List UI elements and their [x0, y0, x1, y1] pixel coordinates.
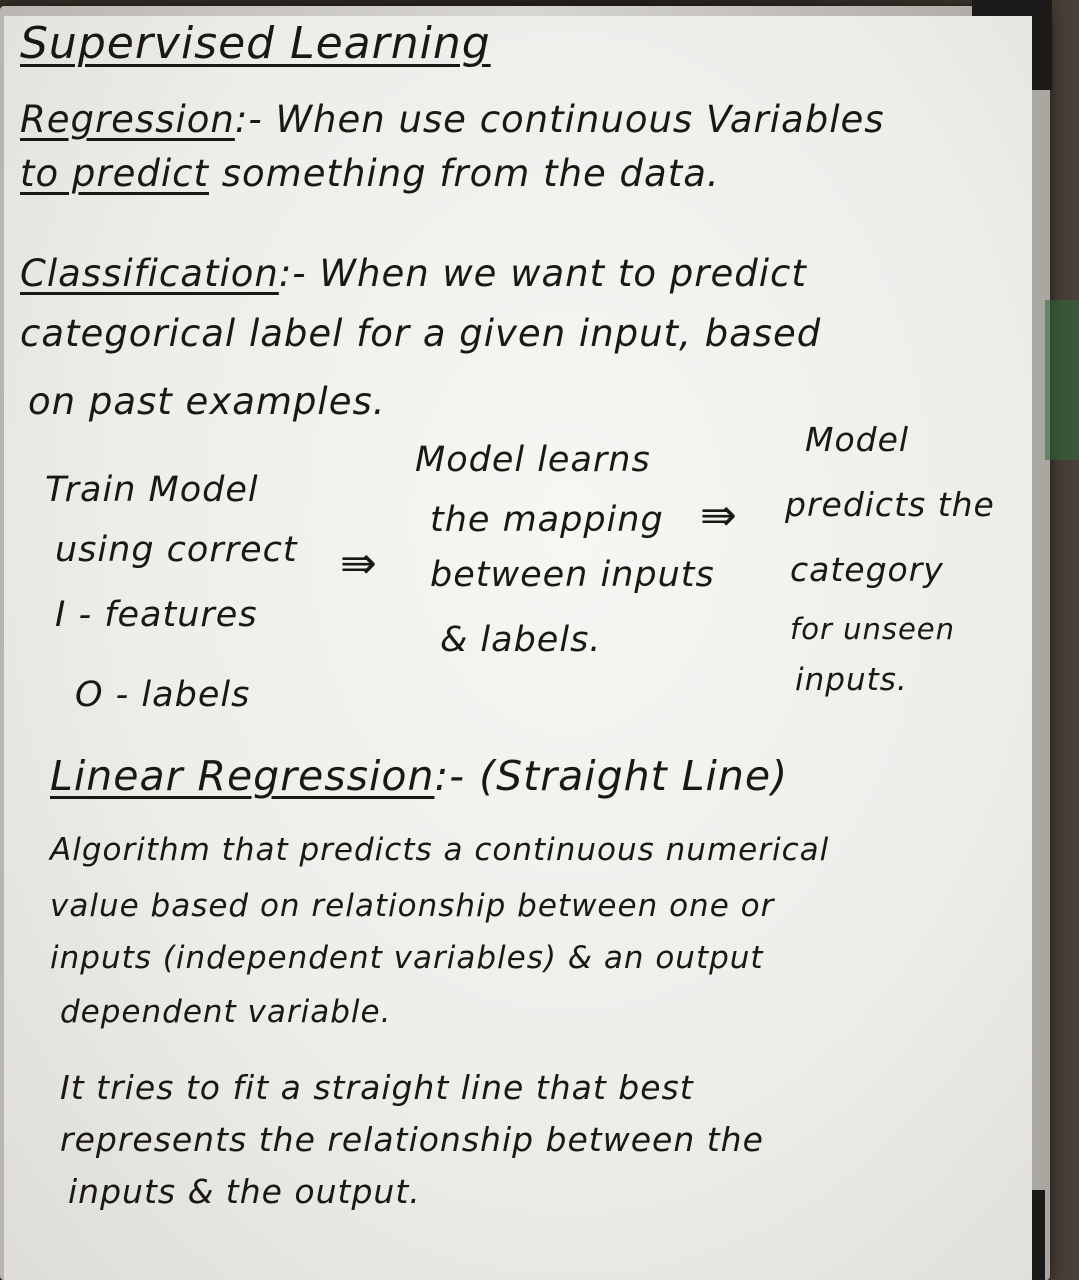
linear-regression-line-4: dependent variable.	[60, 994, 392, 1030]
board-title: Supervised Learning	[20, 18, 491, 69]
flow-step2-line-3: between inputs	[430, 555, 715, 595]
flow-step3-line-2: predicts the	[785, 485, 995, 524]
regression-line-2-text: something from the data.	[208, 152, 720, 195]
linear-regression-line-2: value based on relationship between one …	[50, 888, 775, 924]
whiteboard-surface	[4, 16, 1032, 1280]
flow-step1-line-3: I - features	[55, 595, 258, 635]
marker-tray	[1045, 300, 1079, 460]
classification-line-1: Classification:- When we want to predict	[20, 252, 807, 295]
flow-step1-line-2: using correct	[55, 530, 298, 570]
fit-line-3: inputs & the output.	[68, 1172, 421, 1211]
classification-line-3: on past examples.	[28, 380, 386, 423]
regression-line-2: to predict something from the data.	[20, 152, 720, 195]
flow-step3-line-4: for unseen	[790, 612, 956, 646]
flow-step1-line-1: Train Model	[45, 470, 259, 510]
regression-heading: Regression	[20, 98, 235, 141]
flow-arrow-2: ⇛	[700, 490, 738, 541]
flow-step3-line-1: Model	[805, 420, 910, 459]
fit-line-1: It tries to fit a straight line that bes…	[60, 1068, 694, 1107]
linear-regression-line-1: Algorithm that predicts a continuous num…	[50, 832, 830, 868]
regression-line-1-text: :- When use continuous Variables	[234, 98, 885, 141]
flow-step2-line-2: the mapping	[430, 500, 664, 540]
linear-regression-heading-line: Linear Regression:- (Straight Line)	[50, 752, 788, 800]
flow-step2-line-1: Model learns	[415, 440, 651, 480]
regression-line-1: Regression:- When use continuous Variabl…	[20, 98, 885, 141]
linear-regression-line-3: inputs (independent variables) & an outp…	[50, 940, 764, 976]
flow-step1-line-4: O - labels	[75, 675, 251, 715]
classification-line-1-text: :- When we want to predict	[278, 252, 807, 295]
flow-step3-line-5: inputs.	[795, 662, 908, 698]
classification-heading: Classification	[20, 252, 279, 295]
fit-line-2: represents the relationship between the	[60, 1120, 764, 1159]
flow-step2-line-4: & labels.	[440, 620, 602, 660]
flow-step3-line-3: category	[790, 550, 944, 589]
linear-regression-heading-rest: :- (Straight Line)	[434, 752, 789, 800]
linear-regression-heading: Linear Regression	[50, 752, 435, 800]
flow-arrow-1: ⇛	[340, 538, 378, 589]
classification-line-2: categorical label for a given input, bas…	[20, 312, 822, 355]
regression-line-2-lead: to predict	[20, 152, 209, 195]
